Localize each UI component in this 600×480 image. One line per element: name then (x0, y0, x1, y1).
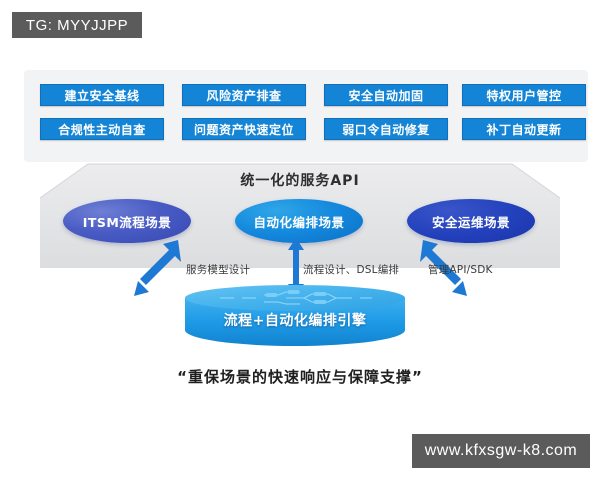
engine-cylinder[interactable] (182, 284, 408, 346)
capability-chip[interactable]: 问题资产快速定位 (182, 118, 306, 140)
capability-chip[interactable]: 合规性主动自查 (40, 118, 164, 140)
connector-label-process-design: 流程设计、DSL编排 (303, 264, 400, 276)
watermark-bottom-right: www.kfxsgw-k8.com (412, 434, 590, 468)
connector-label-management-api: 管理API/SDK (428, 264, 493, 276)
capability-chip[interactable]: 建立安全基线 (40, 84, 164, 106)
watermark-top-left: TG: MYYJJPP (12, 12, 142, 38)
capability-chip[interactable]: 补丁自动更新 (462, 118, 586, 140)
arrow-right (420, 240, 467, 296)
scene-ellipse-security-ops[interactable]: 安全运维场景 (407, 199, 535, 243)
connector-arrows (0, 236, 600, 298)
capability-chip[interactable]: 特权用户管控 (462, 84, 586, 106)
connector-label-service-model: 服务模型设计 (186, 264, 251, 276)
arrow-center (288, 238, 304, 296)
capability-chip[interactable]: 弱口令自动修复 (324, 118, 448, 140)
scene-ellipse-itsm[interactable]: ITSM流程场景 (63, 199, 191, 243)
unified-api-label: 统一化的服务API (240, 173, 360, 189)
engine-label: 流程+自动化编排引擎 (223, 313, 367, 329)
scene-ellipse-automation[interactable]: 自动化编排场景 (235, 199, 363, 243)
arrow-left (134, 240, 181, 296)
capability-chip[interactable]: 风险资产排查 (182, 84, 306, 106)
capability-card: 建立安全基线 合规性主动自查 风险资产排查 问题资产快速定位 安全自动加固 弱口… (24, 70, 588, 162)
diagram-caption: “重保场景的快速响应与保障支撑” (177, 368, 423, 386)
capability-chip[interactable]: 安全自动加固 (324, 84, 448, 106)
